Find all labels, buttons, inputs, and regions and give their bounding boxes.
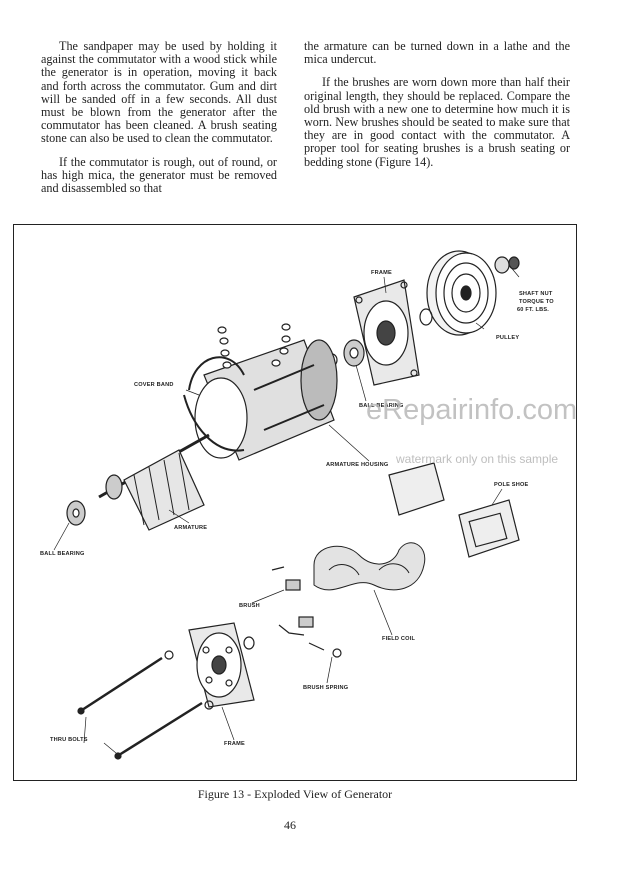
pulley-part	[426, 250, 497, 336]
frame-bottom-part	[188, 622, 255, 708]
label-field-coil: FIELD COIL	[382, 636, 415, 642]
paragraph: the armature can be turned down in a lat…	[304, 39, 570, 67]
label-thru-bolts: THRU BOLTS	[50, 737, 88, 743]
frame-top-part	[353, 279, 420, 386]
paragraph: If the brushes are worn down more than h…	[304, 75, 570, 169]
label-shaft-nut-2: TORQUE TO	[519, 299, 554, 305]
page-number: 46	[284, 818, 296, 832]
paragraph: If the commutator is rough, out of round…	[41, 154, 277, 196]
armature-part	[98, 433, 210, 531]
label-brush-spring: BRUSH SPRING	[303, 685, 348, 691]
label-ball-bearing-left: BALL BEARING	[40, 551, 85, 557]
right-text-column: the armature can be turned down in a lat…	[304, 39, 570, 179]
label-armature: ARMATURE	[174, 525, 207, 531]
paragraph: The sandpaper may be used by holding it …	[41, 39, 277, 146]
label-shaft-nut-3: 60 FT. LBS.	[517, 307, 549, 313]
watermark-brand: eRepairinfo.com	[366, 394, 578, 426]
armature-housing-part	[194, 339, 338, 461]
label-shaft-nut-1: SHAFT NUT	[519, 291, 553, 297]
label-armature-housing: ARMATURE HOUSING	[326, 462, 388, 468]
label-pulley: PULLEY	[496, 335, 519, 341]
exploded-view-illustration: FRAME SHAFT NUT TORQUE TO 60 FT. LBS. PU…	[40, 250, 554, 760]
watermark-note: watermark only on this sample	[396, 452, 559, 466]
label-pole-shoe: POLE SHOE	[494, 482, 529, 488]
left-text-column: The sandpaper may be used by holding it …	[41, 39, 277, 205]
label-ball-bearing-top: BALL BEARING	[359, 403, 404, 409]
label-frame-top: FRAME	[371, 270, 392, 276]
label-cover-band: COVER BAND	[134, 382, 174, 388]
figure-caption: Figure 13 - Exploded View of Generator	[197, 787, 393, 801]
label-brush: BRUSH	[239, 603, 260, 609]
figure-frame: FRAME SHAFT NUT TORQUE TO 60 FT. LBS. PU…	[13, 224, 577, 781]
label-frame-bottom: FRAME	[224, 741, 245, 747]
field-coil-part	[313, 542, 426, 591]
